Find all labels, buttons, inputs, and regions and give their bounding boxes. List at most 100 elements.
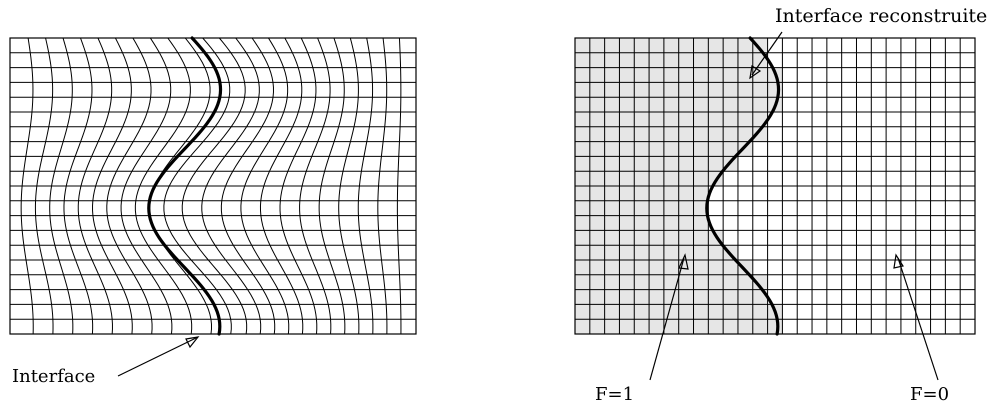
filled-cell: [752, 82, 768, 98]
reconstructed-arrowhead: [749, 65, 762, 80]
lagrangian-interface-curve: [147, 36, 223, 336]
filled-cell: [575, 304, 590, 320]
eulerian-grid-lines: [575, 38, 975, 334]
interface-arrowhead: [185, 336, 200, 349]
filled-cell: [634, 245, 650, 260]
filled-cell: [634, 319, 650, 334]
mesh-column-line: [377, 37, 388, 335]
filled-cell: [649, 186, 664, 201]
filled-cell: [619, 67, 635, 83]
filled-cell: [678, 141, 694, 157]
filled-cell: [737, 304, 753, 320]
filled-cell: [663, 319, 679, 334]
mesh-column-line: [134, 37, 193, 335]
interface-label: Interface: [12, 366, 95, 387]
filled-cell: [663, 304, 679, 320]
filled-cell: [708, 245, 724, 260]
filled-cell: [649, 82, 664, 98]
filled-cell: [693, 319, 709, 334]
filled-cell: [604, 82, 620, 98]
filled-cell: [619, 274, 635, 290]
filled-cell: [723, 38, 738, 53]
filled-cell: [604, 215, 620, 231]
filled-cell: [678, 126, 694, 142]
filled-cell: [604, 38, 620, 53]
filled-cell: [634, 289, 650, 305]
filled-cell: [693, 38, 709, 53]
filled-cell: [619, 82, 635, 98]
filled-cell: [589, 186, 605, 201]
filled-cell: [708, 156, 724, 172]
filled-cell: [663, 38, 679, 53]
mesh-column-line: [181, 37, 248, 335]
filled-cell: [649, 126, 664, 142]
filled-cell: [649, 200, 664, 216]
filled-cell: [619, 304, 635, 320]
filled-cell: [634, 171, 650, 186]
filled-cell: [589, 141, 605, 157]
filled-cell: [678, 112, 694, 127]
filled-cell: [604, 289, 620, 305]
mesh-column-line: [92, 37, 133, 335]
filled-cell: [589, 304, 605, 320]
filled-cell: [693, 97, 709, 112]
filled-cell: [693, 304, 709, 320]
filled-cell: [767, 82, 783, 98]
filled-cell: [589, 230, 605, 246]
filled-cell: [663, 215, 679, 231]
filled-cell: [634, 126, 650, 142]
mesh-column-line: [20, 37, 34, 335]
filled-cell: [604, 260, 620, 275]
f-one-arrowhead: [678, 253, 689, 270]
filled-cell: [708, 274, 724, 290]
filled-cell: [575, 245, 590, 260]
filled-cell: [693, 52, 709, 68]
mesh-column-line: [34, 37, 54, 335]
filled-cell: [678, 319, 694, 334]
filled-cell: [575, 156, 590, 172]
filled-cell: [663, 82, 679, 98]
filled-cell: [723, 289, 738, 305]
filled-cell: [663, 200, 679, 216]
filled-cell: [649, 304, 664, 320]
filled-cell: [589, 52, 605, 68]
filled-cell: [634, 112, 650, 127]
reconstructed-interface-callout: Interface reconstruite: [749, 5, 987, 80]
filled-cell: [589, 319, 605, 334]
filled-cell: [604, 230, 620, 246]
interface-callout: Interface: [12, 336, 200, 387]
filled-cell: [737, 274, 753, 290]
filled-cell: [634, 230, 650, 246]
filled-cell: [693, 171, 709, 186]
filled-cell: [678, 156, 694, 172]
filled-cell: [604, 200, 620, 216]
filled-cell: [604, 274, 620, 290]
filled-cell: [663, 67, 679, 83]
filled-cell: [663, 156, 679, 172]
filled-cell: [708, 97, 724, 112]
filled-cell: [693, 186, 709, 201]
filled-cell: [634, 200, 650, 216]
filled-cells: [575, 38, 783, 334]
filled-cell: [619, 38, 635, 53]
filled-cell: [575, 67, 590, 83]
filled-cell: [649, 38, 664, 53]
filled-cell: [693, 112, 709, 127]
filled-cell: [575, 97, 590, 112]
filled-cell: [693, 245, 709, 260]
mesh-column-line: [63, 37, 94, 335]
filled-cell: [752, 97, 768, 112]
interface-arrow-line: [117, 337, 197, 377]
filled-cell: [575, 200, 590, 216]
filled-cell: [619, 230, 635, 246]
filled-cell: [604, 304, 620, 320]
filled-cell: [604, 171, 620, 186]
filled-cell: [604, 97, 620, 112]
filled-cell: [678, 200, 694, 216]
filled-cell: [708, 112, 724, 127]
filled-cell: [737, 38, 753, 53]
filled-cell: [649, 274, 664, 290]
filled-cell: [678, 230, 694, 246]
filled-cell: [649, 156, 664, 172]
filled-cell: [678, 274, 694, 290]
